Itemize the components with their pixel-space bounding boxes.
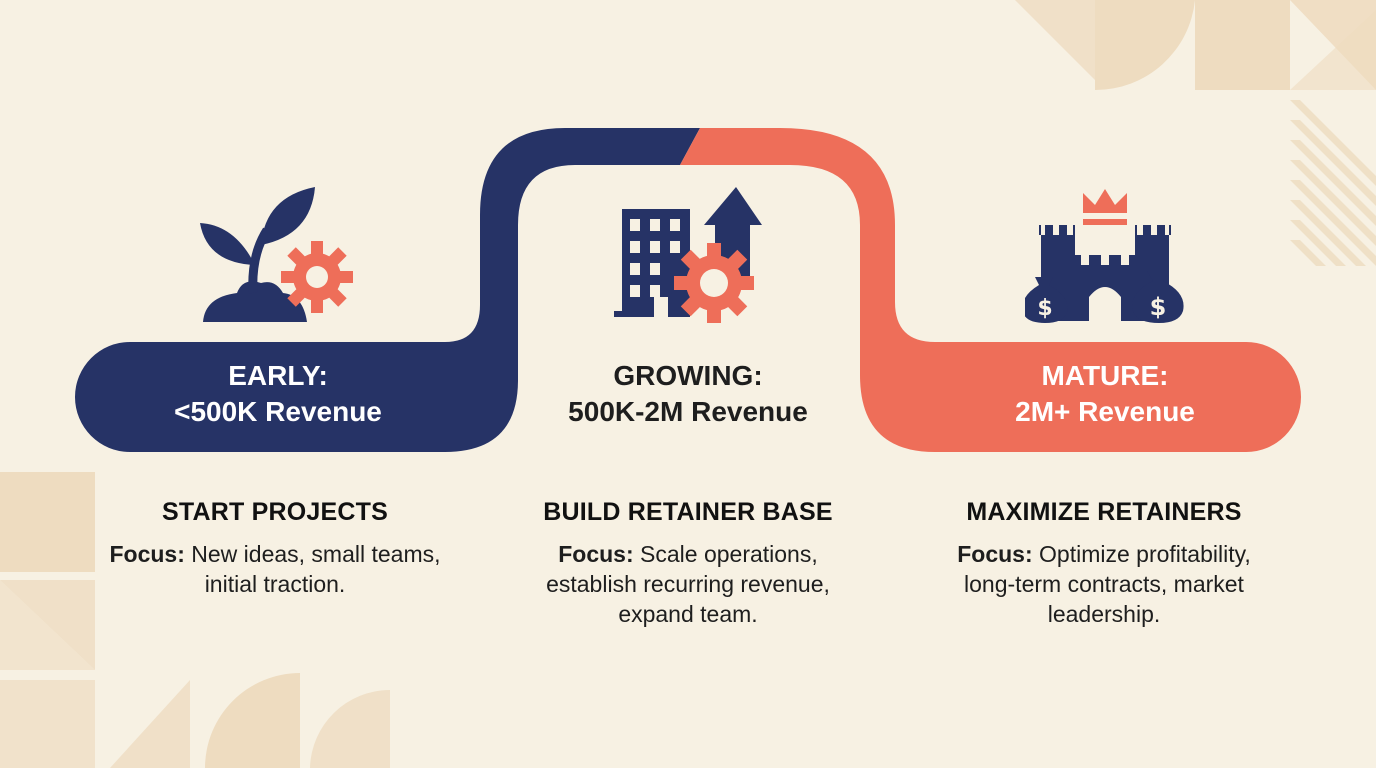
stage-revenue: 2M+ Revenue [1015, 396, 1195, 427]
section-growing: BUILD RETAINER BASE Focus: Scale operati… [518, 498, 858, 629]
section-early: START PROJECTS Focus: New ideas, small t… [105, 498, 445, 599]
focus-label: Focus: [109, 541, 185, 567]
focus-label: Focus: [558, 541, 634, 567]
focus-text: Scale operations, establish recurring re… [546, 541, 830, 627]
stage-name: GROWING: [613, 360, 763, 391]
section-focus: Focus: Optimize profitability, long-term… [934, 539, 1274, 629]
building-growth-gear-icon [614, 187, 762, 323]
focus-text: Optimize profitability, long-term contra… [964, 541, 1251, 627]
stage-name: EARLY: [228, 360, 328, 391]
section-title: MAXIMIZE RETAINERS [966, 498, 1242, 526]
section-focus: Focus: Scale operations, establish recur… [518, 539, 858, 629]
stage-name: MATURE: [1041, 360, 1169, 391]
path-segment-early [75, 128, 700, 452]
castle-crown-money-icon: $ $ [1025, 189, 1184, 323]
stage-label-growing: GROWING: 500K-2M Revenue [538, 358, 838, 430]
focus-label: Focus: [957, 541, 1033, 567]
stage-label-early: EARLY: <500K Revenue [128, 358, 428, 430]
path-segment-mature [680, 128, 1301, 452]
svg-text:$: $ [1037, 296, 1052, 321]
svg-text:$: $ [1150, 293, 1167, 321]
stage-revenue: 500K-2M Revenue [568, 396, 808, 427]
section-title: BUILD RETAINER BASE [543, 498, 833, 526]
section-focus: Focus: New ideas, small teams, initial t… [105, 539, 445, 599]
stage-revenue: <500K Revenue [174, 396, 382, 427]
section-mature: MAXIMIZE RETAINERS Focus: Optimize profi… [934, 498, 1274, 629]
section-title: START PROJECTS [162, 498, 388, 526]
sprout-gear-icon [200, 187, 353, 322]
stage-label-mature: MATURE: 2M+ Revenue [955, 358, 1255, 430]
focus-text: New ideas, small teams, initial traction… [184, 541, 441, 597]
